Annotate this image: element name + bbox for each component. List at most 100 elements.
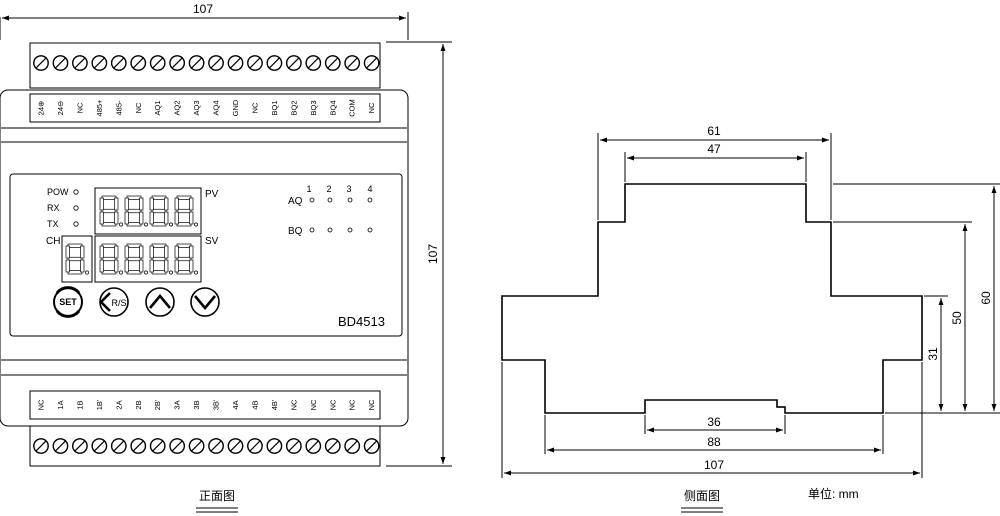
bottom-terminal-label: 4B' <box>270 399 279 410</box>
seven-segment-digits <box>65 195 198 275</box>
unit-label: 单位: mm <box>808 486 859 501</box>
top-terminal-label: BQ4 <box>328 100 337 115</box>
bottom-terminal-screw <box>52 438 69 454</box>
bottom-terminal-label: 3A <box>173 400 182 409</box>
front-view <box>0 12 452 467</box>
top-terminal-label: GND <box>231 99 240 116</box>
dim-31-label: 31 <box>926 347 940 361</box>
top-terminal-screw <box>344 55 361 71</box>
aq4-led <box>367 197 373 203</box>
ch-label: CH <box>46 236 60 247</box>
bottom-terminal-label: 3B <box>192 400 201 409</box>
top-terminal-screws <box>33 55 380 71</box>
rs-button[interactable]: R/S <box>99 287 129 317</box>
bottom-terminal-screw <box>91 438 108 454</box>
bq3-led <box>347 227 353 233</box>
bottom-terminal-screw <box>344 438 361 454</box>
device-body <box>0 89 409 427</box>
bottom-terminal-label: NC <box>367 399 376 410</box>
bottom-terminal-label: 1B' <box>95 399 104 410</box>
bottom-terminal-screw <box>130 438 147 454</box>
sv-digit <box>174 243 198 275</box>
led-indicators: POW RX TX <box>47 187 79 229</box>
top-terminal-screw <box>285 55 302 71</box>
rx-led <box>73 205 79 211</box>
model-label: BD4513 <box>338 314 385 329</box>
channel-label-4: 4 <box>367 184 372 194</box>
bottom-terminal-screw <box>247 438 263 454</box>
channel-indicators: 1 2 3 4 AQ BQ <box>288 184 373 237</box>
dim-60-label: 60 <box>979 291 993 305</box>
channel-label-3: 3 <box>346 184 351 194</box>
top-terminal-screw <box>72 55 88 71</box>
top-terminal-screw <box>227 55 244 71</box>
top-terminal-screw <box>324 55 341 71</box>
top-terminal-label: NC <box>367 102 376 113</box>
sv-digit <box>149 243 173 275</box>
top-terminal-label: 24⊖ <box>56 101 65 116</box>
bottom-terminal-screw <box>324 438 341 454</box>
bottom-terminal-screw <box>72 438 88 454</box>
top-terminal-label: BQ2 <box>289 100 298 115</box>
bottom-terminal-label: 1A <box>56 400 65 409</box>
dim-50-label: 50 <box>950 311 964 325</box>
bottom-terminal-screw <box>208 438 224 454</box>
bottom-terminal-screw <box>149 438 166 454</box>
up-button[interactable] <box>145 287 175 317</box>
top-terminal-label: AQ4 <box>212 100 221 115</box>
bottom-terminal-label: 4A <box>231 400 240 409</box>
aq-label: AQ <box>288 196 303 207</box>
sv-digit <box>124 243 148 275</box>
bottom-terminal-label: 4B <box>250 400 259 409</box>
bottom-terminal-screw <box>305 438 322 454</box>
top-terminal-label: COM <box>348 99 357 117</box>
bq-label: BQ <box>288 226 303 237</box>
channel-label-1: 1 <box>306 184 311 194</box>
top-label-strip <box>29 93 381 123</box>
top-terminal-screw <box>169 55 186 71</box>
bottom-terminal-label: 2B <box>134 400 143 409</box>
left-arrow-icon <box>99 292 111 312</box>
pv-digit <box>174 195 198 227</box>
bottom-terminal-label: 2B' <box>153 399 162 410</box>
up-arrow-icon <box>149 293 171 309</box>
led-label-pow: POW <box>47 187 69 197</box>
ch-display <box>61 235 93 283</box>
tx-led <box>73 221 79 227</box>
pv-label: PV <box>205 189 219 200</box>
pv-digit <box>99 195 123 227</box>
dim-47-label: 47 <box>707 142 721 156</box>
top-terminal-label: 24⊕ <box>37 101 46 116</box>
top-terminal-label: NC <box>75 102 84 113</box>
top-terminal-block <box>29 42 381 89</box>
top-terminal-label: AQ2 <box>173 100 182 115</box>
ch-digit <box>65 243 89 275</box>
bottom-terminal-label: NC <box>37 399 46 410</box>
set-button[interactable]: SET <box>53 286 83 318</box>
top-terminal-screw <box>247 55 263 71</box>
pow-led <box>73 189 79 195</box>
bottom-terminal-screw <box>266 438 283 454</box>
led-label-rx: RX <box>47 203 60 213</box>
bottom-label-strip <box>29 390 381 420</box>
bottom-terminal-label: 3B' <box>212 399 221 410</box>
bottom-terminal-screw <box>33 438 49 454</box>
dim-36-label: 36 <box>707 415 721 429</box>
sv-display <box>94 235 202 283</box>
top-terminal-screw <box>91 55 108 71</box>
bottom-terminal-block <box>29 425 381 467</box>
bq2-led <box>327 227 333 233</box>
down-button[interactable] <box>190 287 220 317</box>
aq1-led <box>309 197 315 203</box>
dim-61-label: 61 <box>707 124 721 138</box>
side-view <box>501 133 1000 478</box>
bottom-terminal-screw <box>110 438 127 454</box>
pv-digit <box>149 195 173 227</box>
channel-label-2: 2 <box>326 184 331 194</box>
top-terminal-label: BQ3 <box>309 100 318 115</box>
top-terminal-screw <box>33 55 49 71</box>
top-terminal-label: 485- <box>114 100 123 116</box>
